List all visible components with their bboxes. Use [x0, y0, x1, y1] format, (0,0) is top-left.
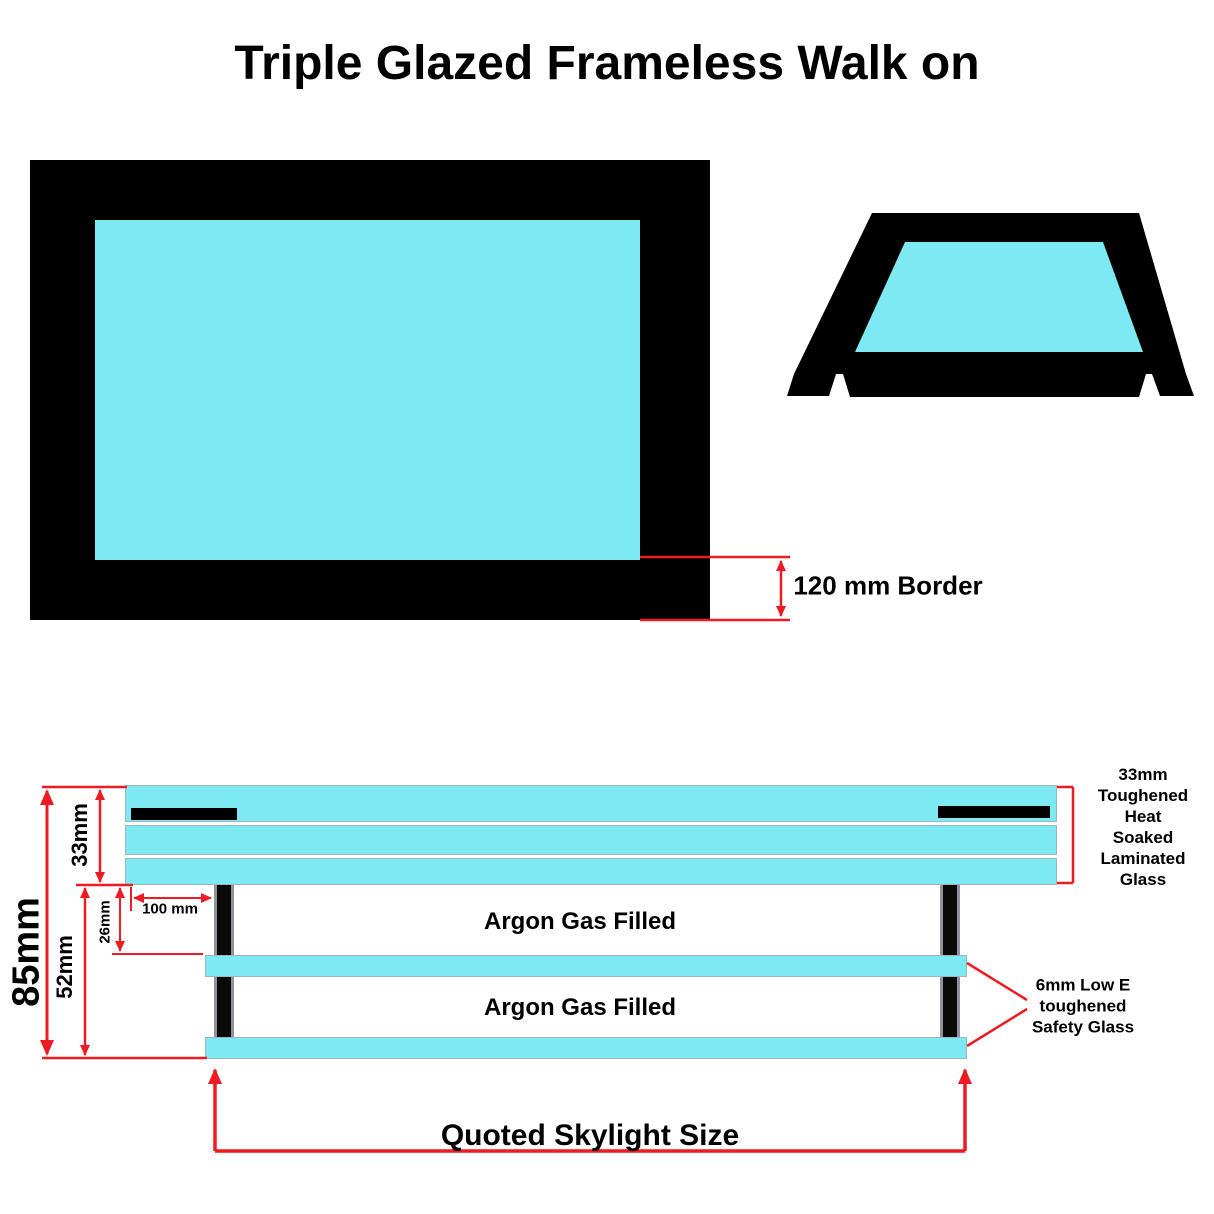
perspective-frame-tab-right — [1152, 374, 1194, 396]
bottom-glass-pane — [205, 1037, 967, 1059]
middle-glass-pane — [205, 955, 967, 977]
perspective-frame — [794, 213, 1186, 374]
laminated-thickness-label: 33mm — [67, 803, 92, 867]
quoted-size-label: Quoted Skylight Size — [440, 1119, 740, 1152]
skylight-perspective-view — [787, 213, 1194, 397]
laminated-glass-note: 33mm Toughened Heat Soaked Laminated Gla… — [1097, 765, 1189, 889]
overall-height-label: 85mm — [5, 897, 48, 1007]
page-title: Triple Glazed Frameless Walk on — [234, 37, 980, 90]
cavity-height-label: 26mm — [96, 900, 114, 944]
argon-gas-label-top: Argon Gas Filled — [483, 908, 677, 935]
laminated-glass-bracket — [1057, 785, 1075, 885]
laminated-glass-layer-2 — [125, 825, 1057, 855]
edge-inset-label: 100 mm — [142, 900, 198, 918]
perspective-frame-tab-left — [787, 374, 836, 396]
lower-section-label: 52mm — [52, 935, 77, 999]
skylight-plan-frame — [30, 160, 710, 620]
laminated-glass-layer-1 — [125, 785, 1057, 822]
perspective-glass — [855, 242, 1143, 352]
skylight-plan-glass — [95, 220, 640, 560]
border-dimension-label: 120 mm Border — [793, 570, 983, 601]
perspective-frame-underside — [843, 374, 1146, 397]
safety-glass-note: 6mm Low E toughened Safety Glass — [1031, 975, 1135, 1037]
safety-glass-pointers — [966, 961, 1028, 1048]
edge-frit-strip-left — [131, 808, 237, 820]
edge-frit-strip-right — [938, 806, 1050, 818]
argon-gas-label-bottom: Argon Gas Filled — [483, 994, 677, 1021]
laminated-glass-layer-3 — [125, 858, 1057, 885]
